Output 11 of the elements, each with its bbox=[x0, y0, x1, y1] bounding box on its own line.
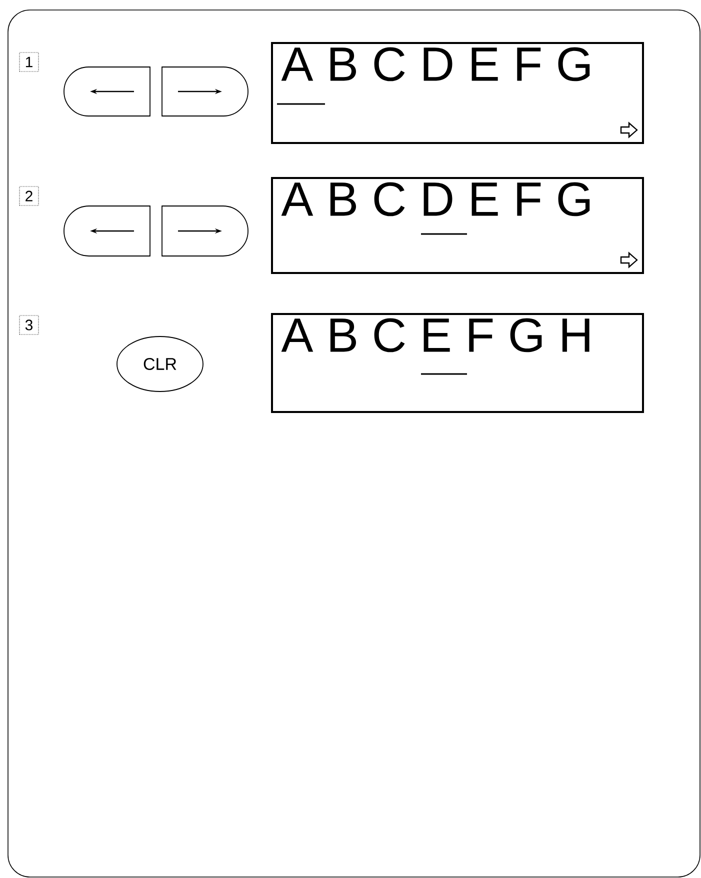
lcd-display: A B C D E F G bbox=[271, 42, 644, 144]
lcd-display: A B C D E F G bbox=[271, 177, 644, 274]
lcd-display: A B C E F G H bbox=[271, 313, 644, 413]
left-arrow-key bbox=[64, 206, 150, 256]
step-number: 2 bbox=[19, 186, 39, 206]
clear-key: CLR bbox=[116, 336, 204, 392]
left-arrow-key bbox=[64, 66, 150, 116]
right-arrow-key bbox=[162, 206, 248, 256]
step-number: 1 bbox=[19, 52, 39, 72]
step-number: 3 bbox=[19, 315, 39, 335]
right-arrow-key bbox=[162, 66, 248, 116]
